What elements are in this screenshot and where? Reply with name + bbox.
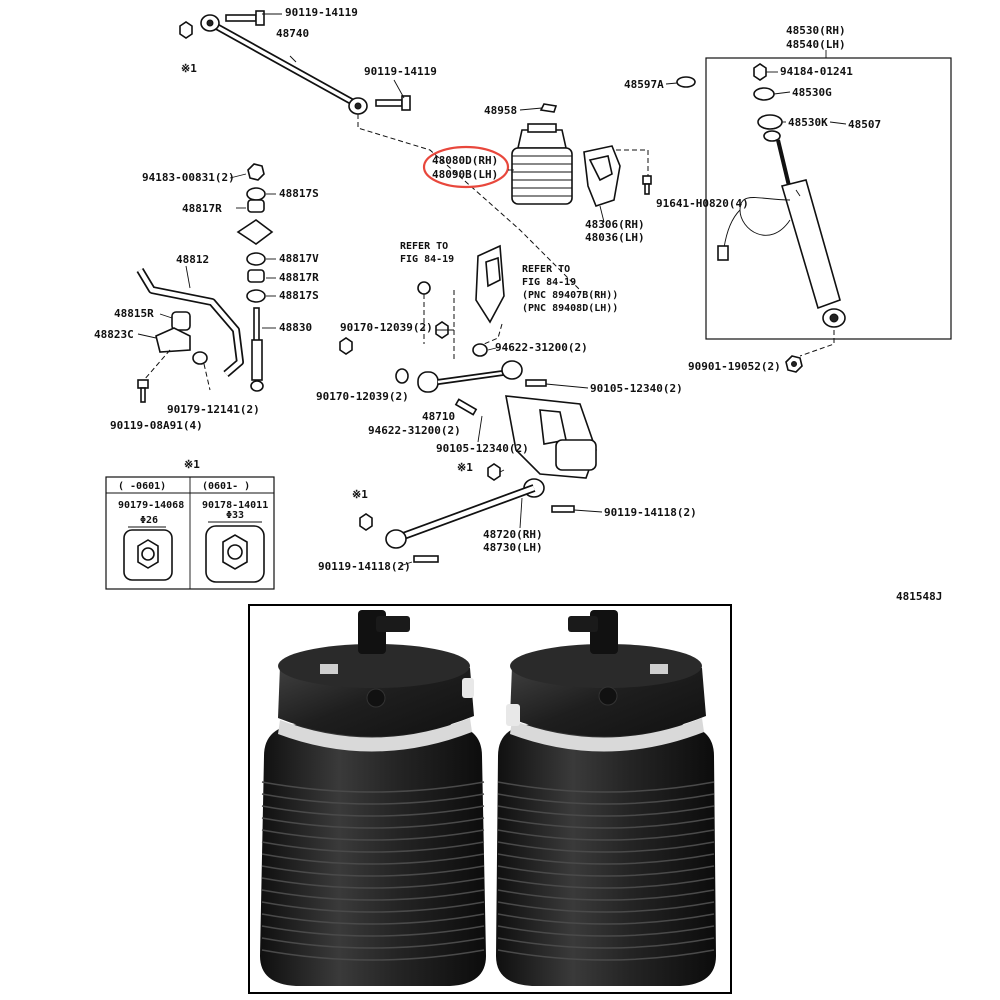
label-48530-rh: 48530(RH)	[786, 24, 846, 37]
air-spring-photo-drawing	[260, 610, 716, 986]
label-48540-lh: 48540(LH)	[786, 38, 846, 51]
label-90105-b: 90105-12340(2)	[436, 442, 529, 455]
label-pnc-lh: (PNC 89408D(LH))	[522, 303, 618, 314]
label-90119-14118-l: 90119-14118(2)	[318, 560, 411, 573]
product-photo	[248, 604, 732, 994]
label-48830: 48830	[279, 321, 312, 334]
label-48597a: 48597A	[624, 78, 664, 91]
label-48815r: 48815R	[114, 307, 154, 320]
label-48817r-a: 48817R	[182, 202, 222, 215]
highlight-circle	[422, 145, 510, 189]
label-refer-a2: FIG 84-19	[400, 254, 454, 265]
bolt-mid	[375, 95, 411, 111]
label-90119-14119-mid: 90119-14119	[364, 65, 437, 78]
label-note-top: ※1	[181, 62, 197, 75]
label-90179-12141: 90179-12141(2)	[167, 403, 260, 416]
right-air-spring	[496, 610, 716, 986]
label-90170-a: 90170-12039(2)	[340, 321, 433, 334]
label-refer-b1: REFER TO	[522, 264, 570, 275]
label-48740: 48740	[276, 27, 309, 40]
label-90119-14118-r: 90119-14118(2)	[604, 506, 697, 519]
label-94622-a: 94622-31200(2)	[495, 341, 588, 354]
inset-col2-part: 90178-14011	[202, 500, 268, 511]
label-90901: 90901-19052(2)	[688, 360, 781, 373]
bolt-top	[225, 10, 265, 26]
nut-top	[179, 21, 193, 39]
label-refer-b2: FIG 84-19	[522, 277, 576, 288]
label-48817s-b: 48817S	[279, 289, 319, 302]
label-48720-rh: 48720(RH)	[483, 528, 543, 541]
shock-box	[705, 57, 952, 340]
label-48710: 48710	[422, 410, 455, 423]
label-48730-lh: 48730(LH)	[483, 541, 543, 554]
inset-col1-header: ( -0601)	[118, 481, 166, 492]
label-90170-b: 90170-12039(2)	[316, 390, 409, 403]
label-90119-08a91: 90119-08A91(4)	[110, 419, 203, 432]
clip-48958	[539, 103, 558, 113]
label-note-low: ※1	[352, 488, 368, 501]
label-94622-b: 94622-31200(2)	[368, 424, 461, 437]
label-48306-rh: 48306(RH)	[585, 218, 645, 231]
label-pnc-rh: (PNC 89407B(RH))	[522, 290, 618, 301]
bolt-90901	[785, 355, 803, 373]
label-48507: 48507	[848, 118, 881, 131]
label-90119-14119-top: 90119-14119	[285, 6, 358, 19]
label-48823c: 48823C	[94, 328, 134, 341]
inset-col2-dim: Φ33	[226, 510, 244, 521]
label-48817s-a: 48817S	[279, 187, 319, 200]
label-94184: 94184-01241	[780, 65, 853, 78]
label-refer-a1: REFER TO	[400, 241, 448, 252]
label-90105-a: 90105-12340(2)	[590, 382, 683, 395]
air-spring-drawing	[511, 123, 573, 205]
bolt-90119-08a91	[137, 379, 149, 403]
stabilizer-link-parts	[236, 163, 274, 392]
label-48090b-lh: 48090B(LH)	[432, 168, 498, 181]
left-air-spring	[260, 610, 486, 986]
inset-col1-part: 90179-14068	[118, 500, 184, 511]
figure-code: 481548J	[896, 590, 942, 600]
label-48080d-rh: 48080D(RH)	[432, 154, 498, 167]
label-48036-lh: 48036(LH)	[585, 231, 645, 244]
label-48817v: 48817V	[279, 252, 319, 265]
label-48530g: 48530G	[792, 86, 832, 99]
parts-diagram: 90119-14119 48740 ※1 90119-14119 48958 4…	[94, 6, 952, 600]
label-91641: 91641-H0820(4)	[656, 197, 749, 210]
label-48958: 48958	[484, 104, 517, 117]
bracket-48306	[583, 145, 621, 207]
shock-absorber-drawing	[717, 63, 846, 328]
label-94183: 94183-00831(2)	[142, 171, 235, 184]
inset-col1-dim: Φ26	[140, 515, 158, 526]
inset-col2-header: (0601- )	[202, 481, 250, 492]
misc-fasteners	[339, 281, 575, 563]
inset-note: ※1	[184, 458, 200, 471]
label-48812: 48812	[176, 253, 209, 266]
nut-variant-inset: ※1 ( -0601) (0601- ) 90179-14068 90178-1…	[105, 458, 275, 590]
axle-assembly	[385, 244, 597, 549]
label-48530k: 48530K	[788, 116, 828, 129]
washer-48597a	[676, 76, 696, 88]
label-note-mid: ※1	[457, 461, 473, 474]
stabilizer-bar-48812	[136, 267, 244, 378]
label-48817r-b: 48817R	[279, 271, 319, 284]
lateral-rod-48740	[200, 14, 368, 115]
bolt-91641	[642, 175, 652, 195]
